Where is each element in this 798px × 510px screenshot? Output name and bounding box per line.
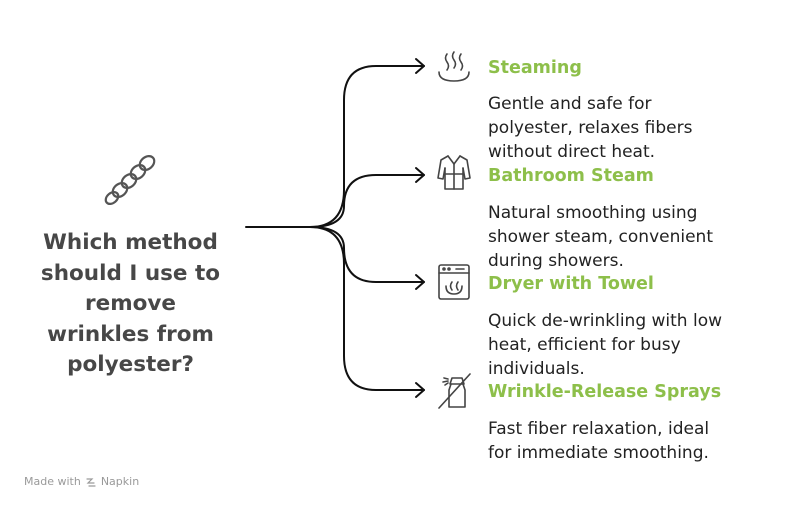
description-line: heat, efficient for busy [488, 335, 681, 355]
option-description-bathroom-steam: Natural smoothing using shower steam, co… [488, 201, 788, 273]
description-line: shower steam, convenient [488, 227, 713, 247]
description-line: polyester, relaxes fibers [488, 118, 693, 138]
description-line: Fast fiber relaxation, ideal [488, 419, 710, 439]
dryer-icon [438, 264, 470, 300]
question-line: should I use to [40, 260, 221, 286]
steam-icon [438, 51, 470, 82]
arrowhead-3 [415, 274, 425, 290]
option-title-steaming: Steaming [488, 58, 582, 78]
option-title-dryer-with-towel: Dryer with Towel [488, 274, 654, 294]
napkin-brand-label: Napkin [100, 475, 140, 488]
description-line: Gentle and safe for [488, 94, 652, 114]
option-description-wrinkle-release-sprays: Fast fiber relaxation, ideal for immedia… [488, 417, 788, 465]
arrowhead-4 [415, 382, 425, 398]
question-line: Which method [43, 230, 218, 255]
made-with-label: Made with [24, 475, 81, 488]
arrowhead-1 [415, 58, 425, 74]
connector-branch-1 [309, 174, 425, 228]
option-description-steaming: Gentle and safe for polyester, relaxes f… [488, 92, 788, 164]
description-line: for immediate smoothing. [488, 443, 709, 463]
description-line: Quick de-wrinkling with low [488, 311, 723, 331]
bathrobe-icon [437, 155, 471, 190]
question-line: wrinkles from [47, 321, 214, 347]
description-line: without direct heat. [488, 142, 656, 162]
connector-trunk [245, 65, 425, 228]
option-title-bathroom-steam: Bathroom Steam [488, 166, 654, 186]
arrowhead-2 [415, 167, 425, 183]
yarn-icon [104, 155, 156, 206]
connector-branch-2 [309, 226, 425, 283]
napkin-logo-icon [86, 477, 96, 487]
connector-branch-3 [309, 226, 425, 391]
made-with-napkin-footer: Made with Napkin [24, 475, 139, 488]
question-text: Which method should I use to remove wrin… [18, 228, 243, 381]
description-line: Natural smoothing using [488, 203, 698, 223]
question-line: polyester? [67, 352, 194, 377]
question-line: remove [85, 291, 176, 316]
description-line: during showers. [488, 251, 624, 271]
option-title-wrinkle-release-sprays: Wrinkle-Release Sprays [488, 382, 722, 402]
description-line: individuals. [488, 359, 585, 379]
no-spray-icon [438, 373, 471, 409]
option-description-dryer-with-towel: Quick de-wrinkling with low heat, effici… [488, 309, 788, 381]
